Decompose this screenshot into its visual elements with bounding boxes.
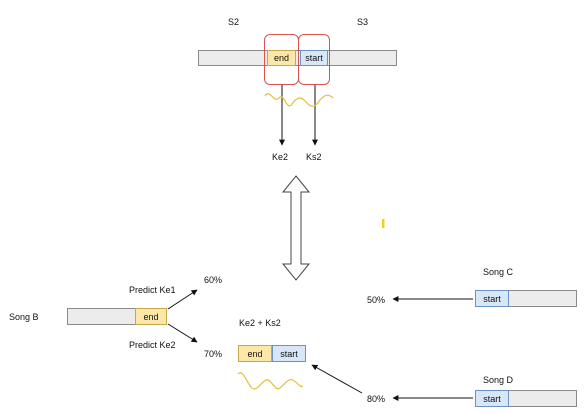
- top-song-bar: [198, 50, 397, 66]
- yellow-mark: [382, 219, 385, 228]
- song-d-start-segment: start: [475, 390, 509, 407]
- ks2-label: Ks2: [306, 152, 322, 162]
- top-end-segment: end: [267, 50, 296, 66]
- s2-label: S2: [228, 17, 240, 27]
- top-wave-icon: [264, 93, 334, 107]
- song-b-end-segment: end: [135, 308, 167, 325]
- arrow-predict-ke1: [167, 289, 198, 310]
- song-d-label: Song D: [483, 375, 514, 385]
- pct-60-label: 60%: [204, 275, 223, 285]
- top-start-segment: start: [300, 50, 328, 66]
- predict-ke1-label: Predict Ke1: [129, 285, 176, 295]
- predict-ke2-label: Predict Ke2: [129, 340, 176, 350]
- ke2-ks2-label: Ke2 + Ks2: [239, 318, 281, 328]
- song-c-label: Song C: [483, 267, 514, 277]
- pct-80-label: 80%: [367, 394, 386, 404]
- song-b-label: Song B: [9, 312, 39, 322]
- song-c-start-segment: start: [475, 290, 509, 307]
- start-highlight-box: [298, 34, 330, 85]
- arrow-to-center: [311, 364, 363, 394]
- s3-label: S3: [357, 17, 369, 27]
- pct-70-label: 70%: [204, 349, 223, 359]
- pct-50-label: 50%: [367, 295, 386, 305]
- center-start-segment: start: [272, 345, 306, 362]
- center-end-segment: end: [238, 345, 272, 362]
- arrow-predict-ke2: [167, 323, 198, 343]
- double-arrow-icon: [281, 175, 311, 281]
- bottom-wave-icon: [237, 372, 304, 390]
- ke2-label: Ke2: [272, 152, 289, 162]
